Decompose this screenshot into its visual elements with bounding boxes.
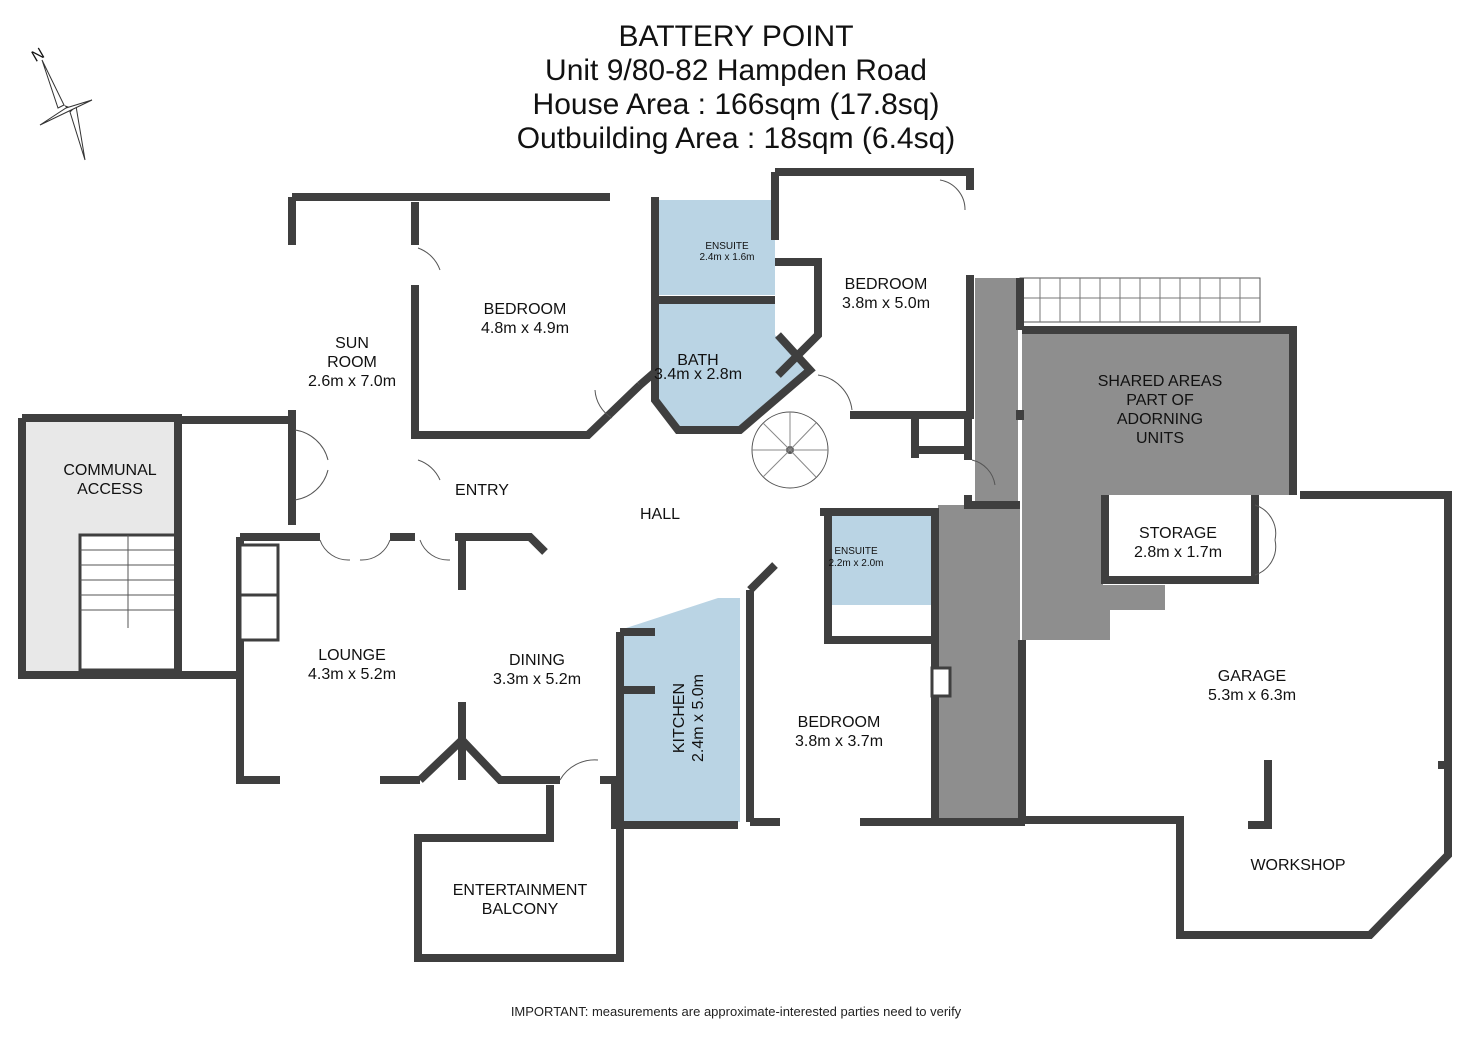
- door-swings: [294, 179, 1277, 781]
- entry-label: ENTRY: [455, 482, 509, 499]
- compass-icon: N: [29, 45, 93, 161]
- bedroom-1-name: BEDROOM: [484, 301, 567, 318]
- outbuilding-area: Outbuilding Area : 18sqm (6.4sq): [516, 122, 956, 155]
- ensuite-2-fill: [828, 510, 932, 605]
- disclaimer-note: IMPORTANT: measurements are approximate-…: [510, 1004, 962, 1019]
- shared-areas-line-3: ADORNING: [1117, 411, 1203, 428]
- north-label: N: [29, 45, 48, 66]
- shared-strip-fill-2: [938, 505, 1020, 820]
- sun-room-name-1: SUN: [335, 335, 369, 352]
- hall-label: HALL: [640, 506, 680, 523]
- storage-size: 2.8m x 1.7m: [1134, 544, 1222, 561]
- shared-areas-line-2: PART OF: [1126, 392, 1194, 409]
- dining-name: DINING: [509, 652, 565, 669]
- bath-size: 3.4m x 2.8m: [654, 366, 742, 383]
- spiral-staircase: [751, 411, 829, 489]
- shared-areas-line-1: SHARED AREAS: [1098, 373, 1222, 390]
- garage-size: 5.3m x 6.3m: [1208, 687, 1296, 704]
- lounge-cabinet: [238, 543, 280, 597]
- sun-room-size: 2.6m x 7.0m: [308, 373, 396, 390]
- ensuite-1-size: 2.4m x 1.6m: [699, 252, 754, 263]
- bedroom-1-size: 4.8m x 4.9m: [481, 320, 569, 337]
- lounge-size: 4.3m x 5.2m: [308, 666, 396, 683]
- outdoor-stairs: [1019, 277, 1261, 323]
- communal-line-1: COMMUNAL: [63, 462, 156, 479]
- kitchen-fill: [620, 598, 740, 822]
- ensuite-2-name: ENSUITE: [834, 546, 878, 557]
- room-labels: SUN ROOM 2.6m x 7.0m BEDROOM 4.8m x 4.9m…: [63, 241, 1345, 918]
- shared-strip-fill: [975, 278, 1018, 505]
- house-area: House Area : 166sqm (17.8sq): [532, 88, 940, 121]
- bedroom-3-size: 3.8m x 3.7m: [795, 733, 883, 750]
- sun-room-name-2: ROOM: [327, 354, 377, 371]
- bath-fill: [655, 300, 810, 430]
- shared-areas-fill: [1022, 330, 1293, 640]
- ensuite-1-fill: [655, 200, 775, 295]
- ensuite-2-size: 2.2m x 2.0m: [828, 558, 883, 569]
- kitchen-size: 2.4m x 5.0m: [690, 674, 707, 762]
- balcony-line-1: ENTERTAINMENT: [453, 882, 588, 899]
- communal-line-2: ACCESS: [77, 481, 143, 498]
- fireplace: [930, 666, 952, 698]
- plan-title-suburb: BATTERY POINT: [618, 20, 854, 53]
- bedroom-2-name: BEDROOM: [845, 276, 928, 293]
- shared-areas-line-4: UNITS: [1136, 430, 1184, 447]
- walls: [18, 168, 1452, 962]
- bedroom-2-size: 3.8m x 5.0m: [842, 295, 930, 312]
- bedroom-3-name: BEDROOM: [798, 714, 881, 731]
- kitchen-name: KITCHEN: [671, 683, 688, 753]
- stair-treads: [80, 535, 176, 628]
- lounge-name: LOUNGE: [318, 647, 386, 664]
- storage-name: STORAGE: [1139, 525, 1217, 542]
- plan-title-address: Unit 9/80-82 Hampden Road: [545, 54, 927, 87]
- lounge-cabinet-2: [238, 593, 280, 642]
- workshop-label: WORKSHOP: [1250, 857, 1345, 874]
- bath-name: BATH: [677, 352, 718, 369]
- garage-name: GARAGE: [1218, 668, 1286, 685]
- ensuite-1-name: ENSUITE: [705, 241, 749, 252]
- balcony-line-2: BALCONY: [482, 901, 559, 918]
- dining-size: 3.3m x 5.2m: [493, 671, 581, 688]
